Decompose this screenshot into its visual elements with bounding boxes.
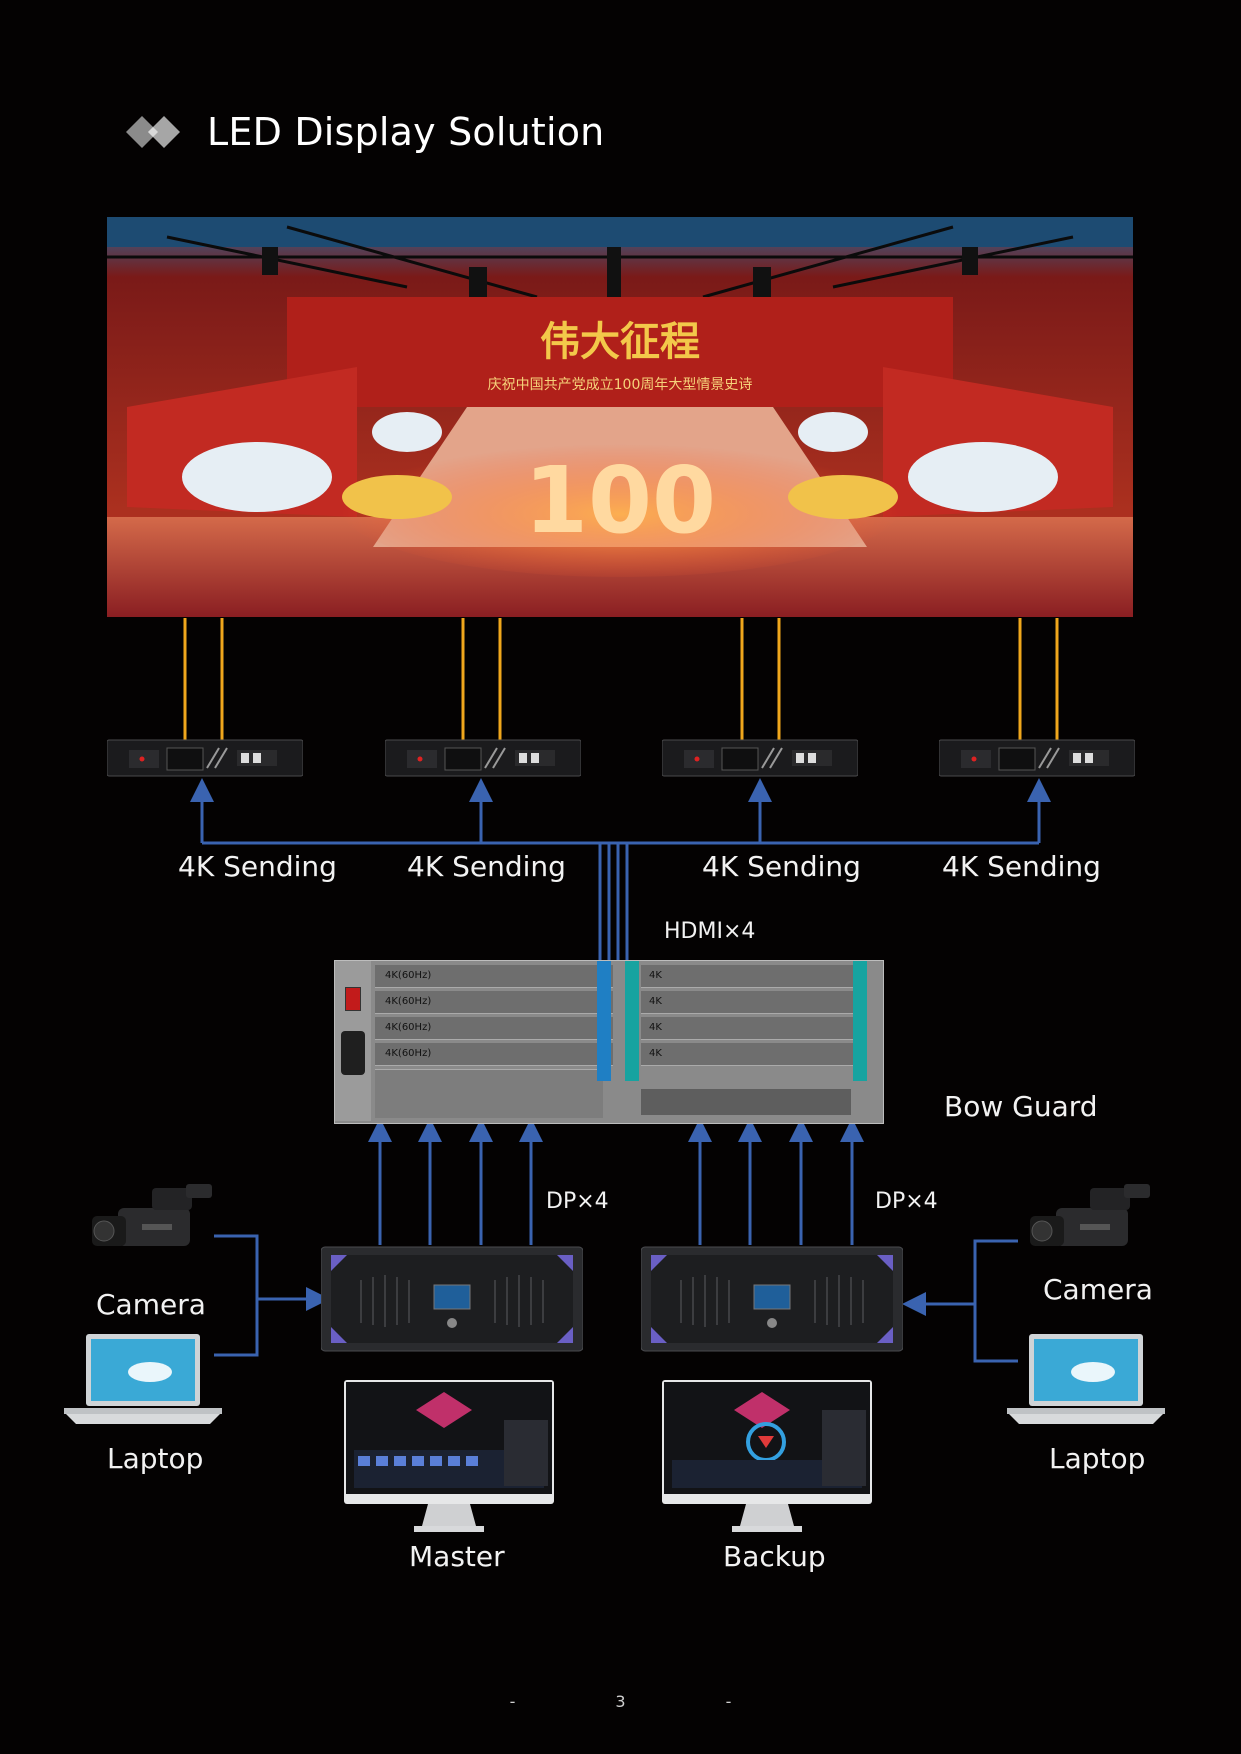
page-number-value: 3 [615,1692,626,1711]
monitor-backup [662,1380,872,1532]
hdmi-label: HDMI×4 [664,919,756,944]
stage-floor-number: 100 [524,447,716,554]
backup-label: Backup [723,1540,826,1573]
page-dash-left: - [509,1692,516,1711]
dp-label-backup: DP×4 [875,1189,938,1214]
rack-row: 4K [641,991,859,1014]
bow-guard-label: Bow Guard [944,1090,1098,1123]
fiber-cables [183,618,1059,740]
page-title: LED Display Solution [207,110,605,154]
sending-card-device [385,739,581,777]
sending-card-device [939,739,1135,777]
camera-icon [92,1184,212,1246]
rack-row: 4K [641,1043,859,1066]
sending-label-4: 4K Sending [942,850,1101,883]
bow-guard-rack: 4K(60Hz) 4K(60Hz) 4K(60Hz) 4K(60Hz) 4K 4… [334,960,884,1124]
rack-row: 4K(60Hz) [375,965,613,988]
laptop-icon [1007,1334,1165,1424]
rack-row: 4K(60Hz) [375,1017,613,1040]
led-stage-photo: 伟大征程 庆祝中国共产党成立100周年大型情景史诗 100 [107,217,1133,617]
sending-card-device [107,739,303,777]
power-socket-icon [341,1031,365,1075]
rack-row: 4K(60Hz) [375,1043,613,1066]
laptop-label-left: Laptop [107,1442,204,1475]
stage-headline: 伟大征程 [540,319,700,365]
monitor-master [344,1380,554,1532]
rack-row: 4K [641,965,859,988]
laptop-icon [64,1334,222,1424]
camera-icon [1030,1184,1150,1246]
dp-label-master: DP×4 [546,1189,609,1214]
sending-label-1: 4K Sending [178,850,337,883]
page-number: - 3 - [0,1692,1241,1711]
sending-label-2: 4K Sending [407,850,566,883]
sending-label-3: 4K Sending [702,850,861,883]
rack-row: 4K [641,1017,859,1040]
logo-diamond-icon [126,116,180,148]
page-dash-right: - [725,1692,732,1711]
stage-subhead: 庆祝中国共产党成立100周年大型情景史诗 [488,377,753,393]
laptop-label-right: Laptop [1049,1442,1146,1475]
rack-row: 4K(60Hz) [375,991,613,1014]
camera-label-right: Camera [1043,1273,1153,1306]
camera-label-left: Camera [96,1288,206,1321]
media-server-backup [641,1246,903,1352]
master-label: Master [409,1540,505,1573]
sending-card-device [662,739,858,777]
media-server-master [321,1246,583,1352]
power-switch-icon [345,987,361,1011]
